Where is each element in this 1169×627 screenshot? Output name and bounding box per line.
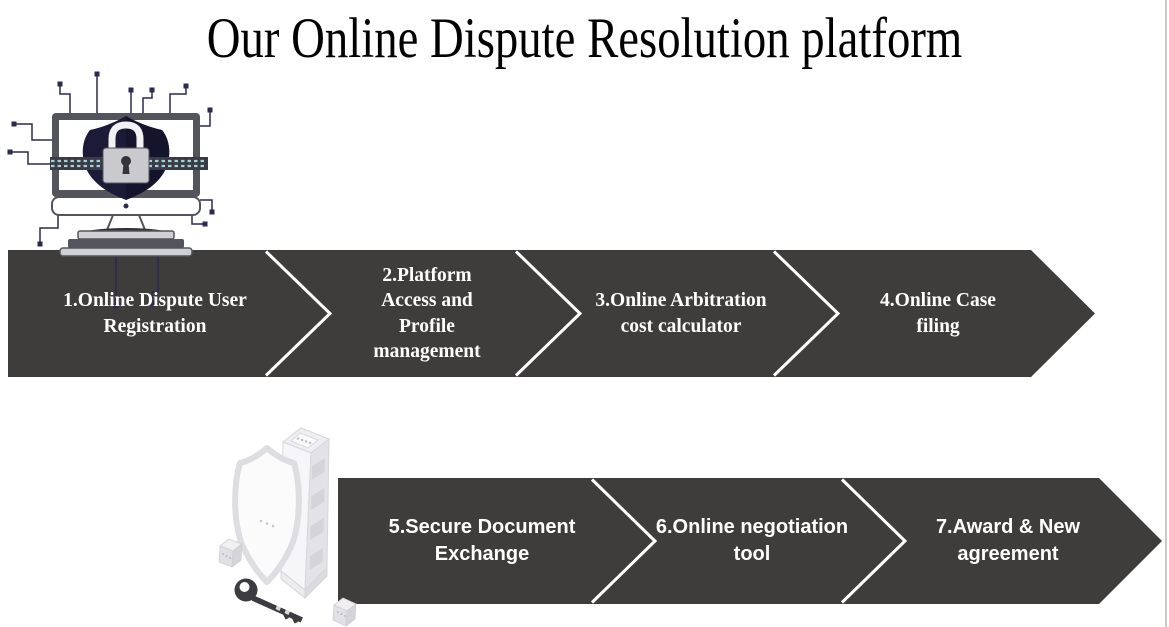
chevron-band-row1-shape — [8, 250, 1095, 377]
secure-computer-illustration — [7, 71, 215, 309]
cube-icon — [332, 597, 357, 627]
process-step-2: 2.Platform Access and Profile management — [373, 264, 481, 362]
process-step-3: 3.Online Arbitration cost calculator — [595, 290, 767, 337]
chevron-separator-icon — [514, 250, 583, 377]
chevron-separator-icon — [772, 250, 841, 377]
circuit-node-dots-icon — [7, 71, 215, 309]
shield-outline-icon — [232, 445, 302, 585]
cube-icon — [218, 538, 243, 568]
padlock-icon — [102, 121, 150, 184]
chevron-separator-icon — [840, 478, 908, 604]
process-step-4: 4.Online Case filing — [880, 290, 996, 337]
process-band-row2 — [338, 478, 1162, 604]
process-band-row1 — [8, 250, 1095, 377]
chevron-separator-icon — [264, 250, 333, 377]
chevron-separator-icon — [590, 478, 658, 604]
key-icon — [234, 578, 303, 624]
process-step-6: 6.Online negotiation tool — [655, 516, 849, 565]
circuit-lines-icon — [10, 74, 213, 306]
process-step-7: 7.Award & New agreement — [935, 516, 1081, 565]
slide-right-border — [1165, 0, 1167, 627]
secure-server-illustration — [218, 427, 357, 627]
process-step-5: 5.Secure Document Exchange — [388, 516, 576, 565]
slide-title: Our Online Dispute Resolution platform — [206, 7, 963, 70]
process-step-1: 1.Online Dispute User Registration — [63, 290, 247, 337]
chevron-band-row2-shape — [338, 478, 1162, 604]
